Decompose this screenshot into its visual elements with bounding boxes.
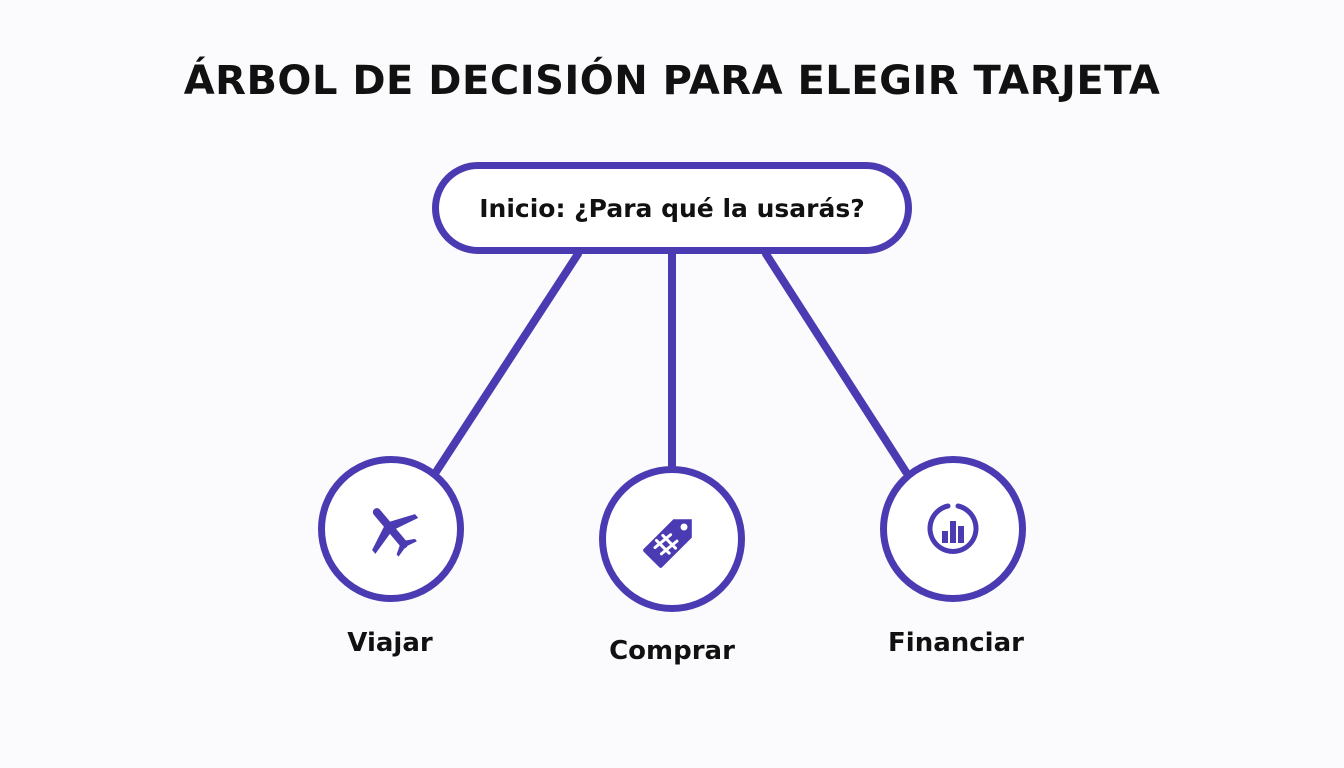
option-label-financiar: Financiar [888, 628, 1024, 658]
option-node-financiar [880, 456, 1026, 602]
root-node-label: Inicio: ¿Para qué la usarás? [479, 193, 865, 223]
option-node-viajar [318, 456, 464, 602]
option-node-comprar [599, 466, 745, 612]
diagram-title: ÁRBOL DE DECISIÓN PARA ELEGIR TARJETA [183, 58, 1161, 104]
price-tag-icon [637, 504, 707, 574]
bar-chart-icon [921, 497, 985, 561]
root-node: Inicio: ¿Para qué la usarás? [432, 162, 912, 254]
connector-viajar [432, 250, 582, 476]
option-label-comprar: Comprar [609, 636, 735, 666]
airplane-icon [359, 497, 423, 561]
connector-financiar [762, 250, 910, 476]
option-label-viajar: Viajar [347, 628, 433, 658]
